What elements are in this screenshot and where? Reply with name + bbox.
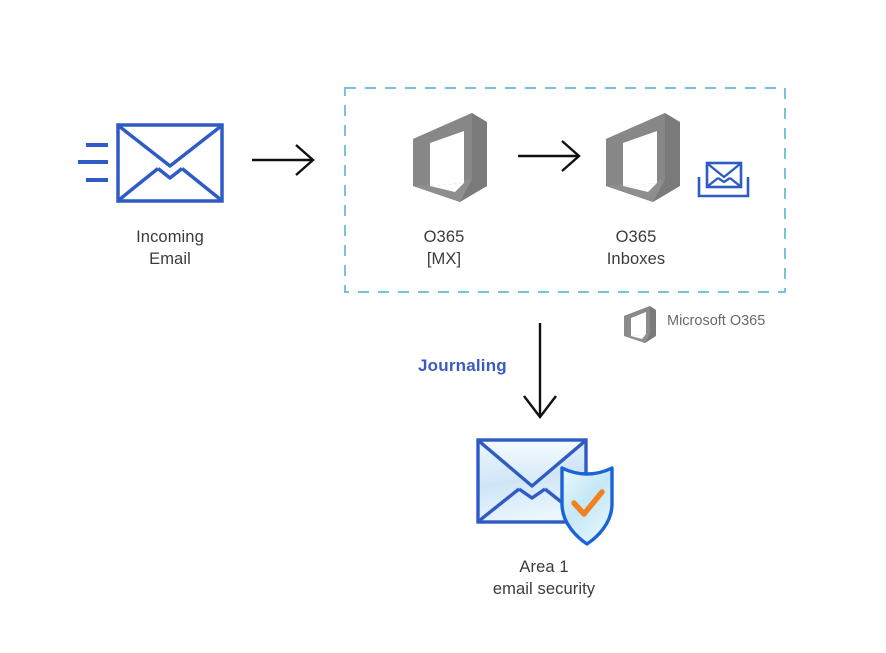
label-area1-email-security: Area 1 email security <box>492 558 596 598</box>
arrow-inboxes-to-area1 <box>523 323 557 419</box>
microsoft-o365-boundary <box>344 87 786 293</box>
motion-lines-icon <box>78 143 108 182</box>
inbox-tray-envelope-icon <box>697 161 750 198</box>
arrow-incoming-to-mx <box>252 144 315 176</box>
envelope-shield-check-icon <box>476 438 614 546</box>
label-incoming-email: Incoming Email <box>136 228 204 268</box>
journaling-label: Journaling <box>418 356 507 375</box>
arrow-mx-to-inboxes <box>518 140 581 172</box>
office-365-logo-icon-inboxes <box>606 113 680 202</box>
office-365-logo-icon-legend <box>624 306 656 343</box>
office-365-logo-icon-mx <box>413 113 487 202</box>
envelope-with-motion-lines-icon <box>116 123 224 203</box>
label-o365-inboxes: O365 Inboxes <box>606 228 666 268</box>
label-o365-mx: O365 [MX] <box>423 228 465 268</box>
legend-microsoft-o365-label: Microsoft O365 <box>667 313 766 329</box>
